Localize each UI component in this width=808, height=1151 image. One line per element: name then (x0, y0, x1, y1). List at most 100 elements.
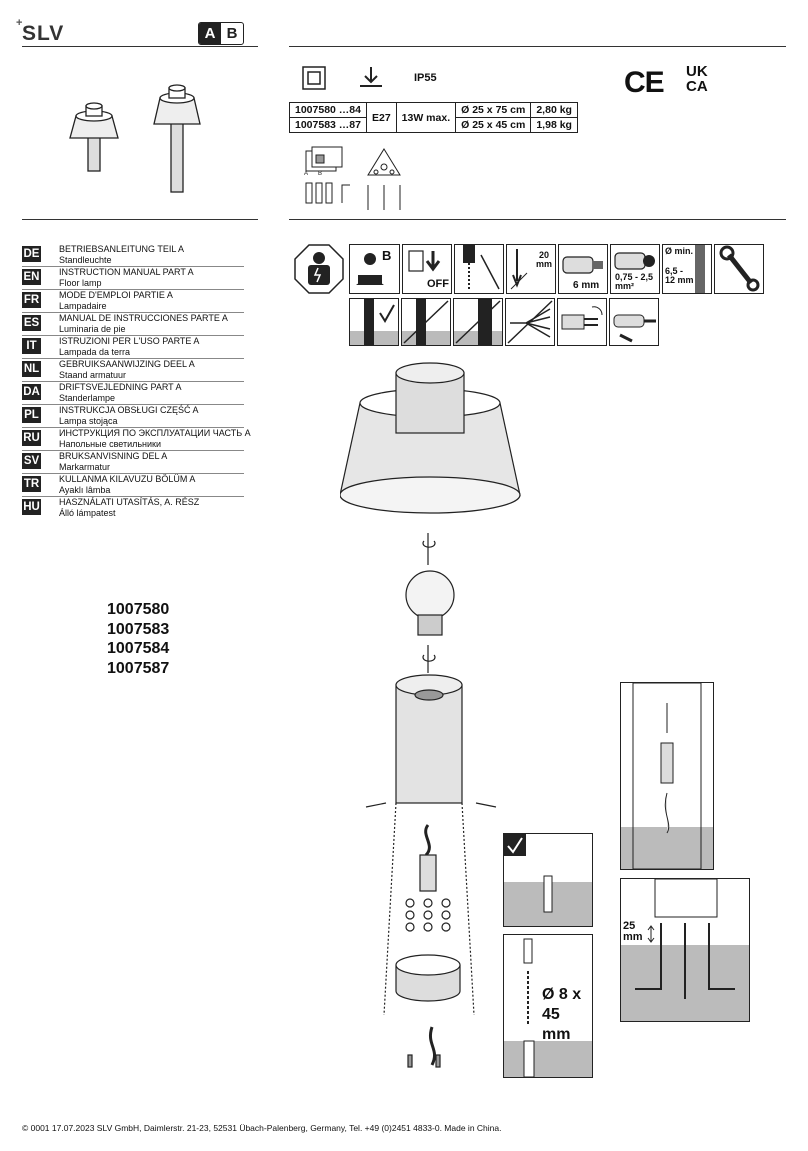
lang-code: DA (22, 384, 41, 400)
article-number: 1007583 (107, 620, 170, 638)
lang-code: RU (22, 430, 41, 446)
ukca-top: UK (686, 63, 708, 80)
part-a-label: A (199, 23, 221, 44)
twist-wire-icon (557, 298, 607, 346)
off-label: OFF (427, 278, 449, 290)
ukca-bottom: CA (686, 78, 708, 95)
drill-icon (454, 244, 504, 294)
lang-code: NL (22, 361, 41, 377)
class-ii-icon (302, 66, 326, 90)
ferrule-icon (609, 298, 659, 346)
lang-title: BRUKSANVISNING DEL A (59, 451, 168, 461)
lang-subtitle: Standleuchte (59, 255, 112, 265)
size-cell: Ø 25 x 75 cm (455, 102, 532, 118)
article-number: 1007580 (107, 601, 170, 618)
anchor-ok-box (503, 833, 593, 927)
power-off-icon: OFF (402, 244, 452, 294)
cable-dia-title: Ø min. (665, 246, 694, 256)
lang-title: ИНСТРУКЦИЯ ПО ЭКСПЛУАТАЦИИ ЧАСТЬ А (59, 428, 251, 438)
article-number: 1007584 (107, 640, 170, 657)
lang-subtitle: Lampadaire (59, 301, 107, 311)
lang-subtitle: Standerlampe (59, 393, 116, 403)
divider (289, 46, 786, 47)
footer-text: © 0001 17.07.2023 SLV GmbH, Daimlerstr. … (22, 1123, 502, 1133)
cable-dia-label: 6,5 - 12 mm (665, 266, 694, 285)
electrician-icon (294, 244, 344, 294)
cable-detail-box (620, 682, 714, 870)
lang-subtitle: Lampa stojąca (59, 416, 118, 426)
lang-code: HU (22, 499, 41, 515)
lang-subtitle: Staand armatuur (59, 370, 127, 380)
product-sketch (69, 84, 201, 193)
install-wrong-icon (401, 298, 451, 346)
lang-title: ISTRUZIONI PER L'USO PARTE A (59, 336, 200, 346)
slv-logo: +SLV (16, 17, 65, 45)
lang-code: DE (22, 246, 41, 262)
depth-label: 20 mm (535, 250, 552, 269)
wrench-icon (714, 244, 764, 294)
article-numbers: 1007580 1007583 1007584 1007587 (107, 600, 169, 678)
lang-title: GEBRUIKSAANWIJZING DEEL A (59, 359, 195, 369)
svg-text:A: A (304, 171, 308, 177)
lang-code: SV (22, 453, 41, 469)
lang-code: TR (22, 476, 41, 492)
frayed-wire-icon (505, 298, 555, 346)
table-row: 1007583 …87 Ø 25 x 45 cm 1,98 kg (289, 117, 578, 133)
lang-title: HASZNÁLATI UTASÍTÁS, A. RÉSZ (59, 497, 200, 507)
lang-code: EN (22, 269, 41, 285)
wire-section-icon: 0,75 - 2,5 mm² (610, 244, 660, 294)
part-b-label: B (226, 25, 238, 42)
article-number: 1007587 (107, 659, 170, 677)
lang-code: FR (22, 292, 41, 308)
cross-section-label: 0,75 - 2,5 mm² (615, 272, 654, 291)
weight-cell: 1,98 kg (530, 117, 578, 133)
part-ab-badge: A B (198, 22, 244, 45)
cable-diameter-icon: Ø min. 6,5 - 12 mm (662, 244, 712, 294)
lang-code: IT (22, 338, 41, 354)
package-contents-icon: A B (304, 146, 401, 210)
divider (22, 219, 258, 220)
lang-subtitle: Lampada da terra (59, 347, 131, 357)
ukca-mark: UK CA (686, 64, 708, 94)
lang-title: KULLANMA KILAVUZU BÖLÜM A (59, 474, 196, 484)
read-manual-icon: B (349, 244, 400, 294)
article-cell: 1007583 …87 (289, 117, 367, 133)
lang-subtitle: Álló lámpatest (59, 508, 116, 518)
weight-cell: 2,80 kg (530, 102, 578, 118)
lang-title: INSTRUKCJA OBSŁUGI CZĘŚĆ A (59, 405, 199, 415)
drill-hole-box: Ø 8 x 45 mm (503, 934, 593, 1078)
table-row: 1007580 …84 E27 13W max. Ø 25 x 75 cm 2,… (289, 102, 578, 133)
size-cell: Ø 25 x 45 cm (455, 117, 532, 133)
anchor-depth-box: 25 mm (620, 878, 750, 1022)
ground-mount-icon (360, 67, 382, 87)
article-cell: 1007580 …84 (289, 102, 367, 118)
manual-b-label: B (382, 248, 392, 263)
spec-table: 1007580 …84 E27 13W max. Ø 25 x 75 cm 2,… (289, 102, 578, 133)
ce-mark: CE (624, 66, 665, 99)
exploded-lamp-drawing (340, 362, 521, 1068)
drill-depth-icon: 20 mm (506, 244, 556, 294)
svg-text:B: B (318, 171, 322, 177)
lang-title: MODE D'EMPLOI PARTIE A (59, 290, 173, 300)
drill-size-label: Ø 8 x 45 mm (542, 986, 582, 1043)
socket-cell: E27 (365, 102, 397, 133)
install-ok-icon (349, 298, 399, 346)
lang-title: DRIFTSVEJLEDNING PART A (59, 382, 182, 392)
install-wrong-icon (453, 298, 503, 346)
lang-subtitle: Напольные светильники (59, 439, 162, 449)
lang-subtitle: Luminaria de pie (59, 324, 126, 334)
lang-subtitle: Markarmatur (59, 462, 111, 472)
strip-length-icon: 6 mm (558, 244, 608, 294)
lang-code: ES (22, 315, 41, 331)
divider (22, 46, 258, 47)
